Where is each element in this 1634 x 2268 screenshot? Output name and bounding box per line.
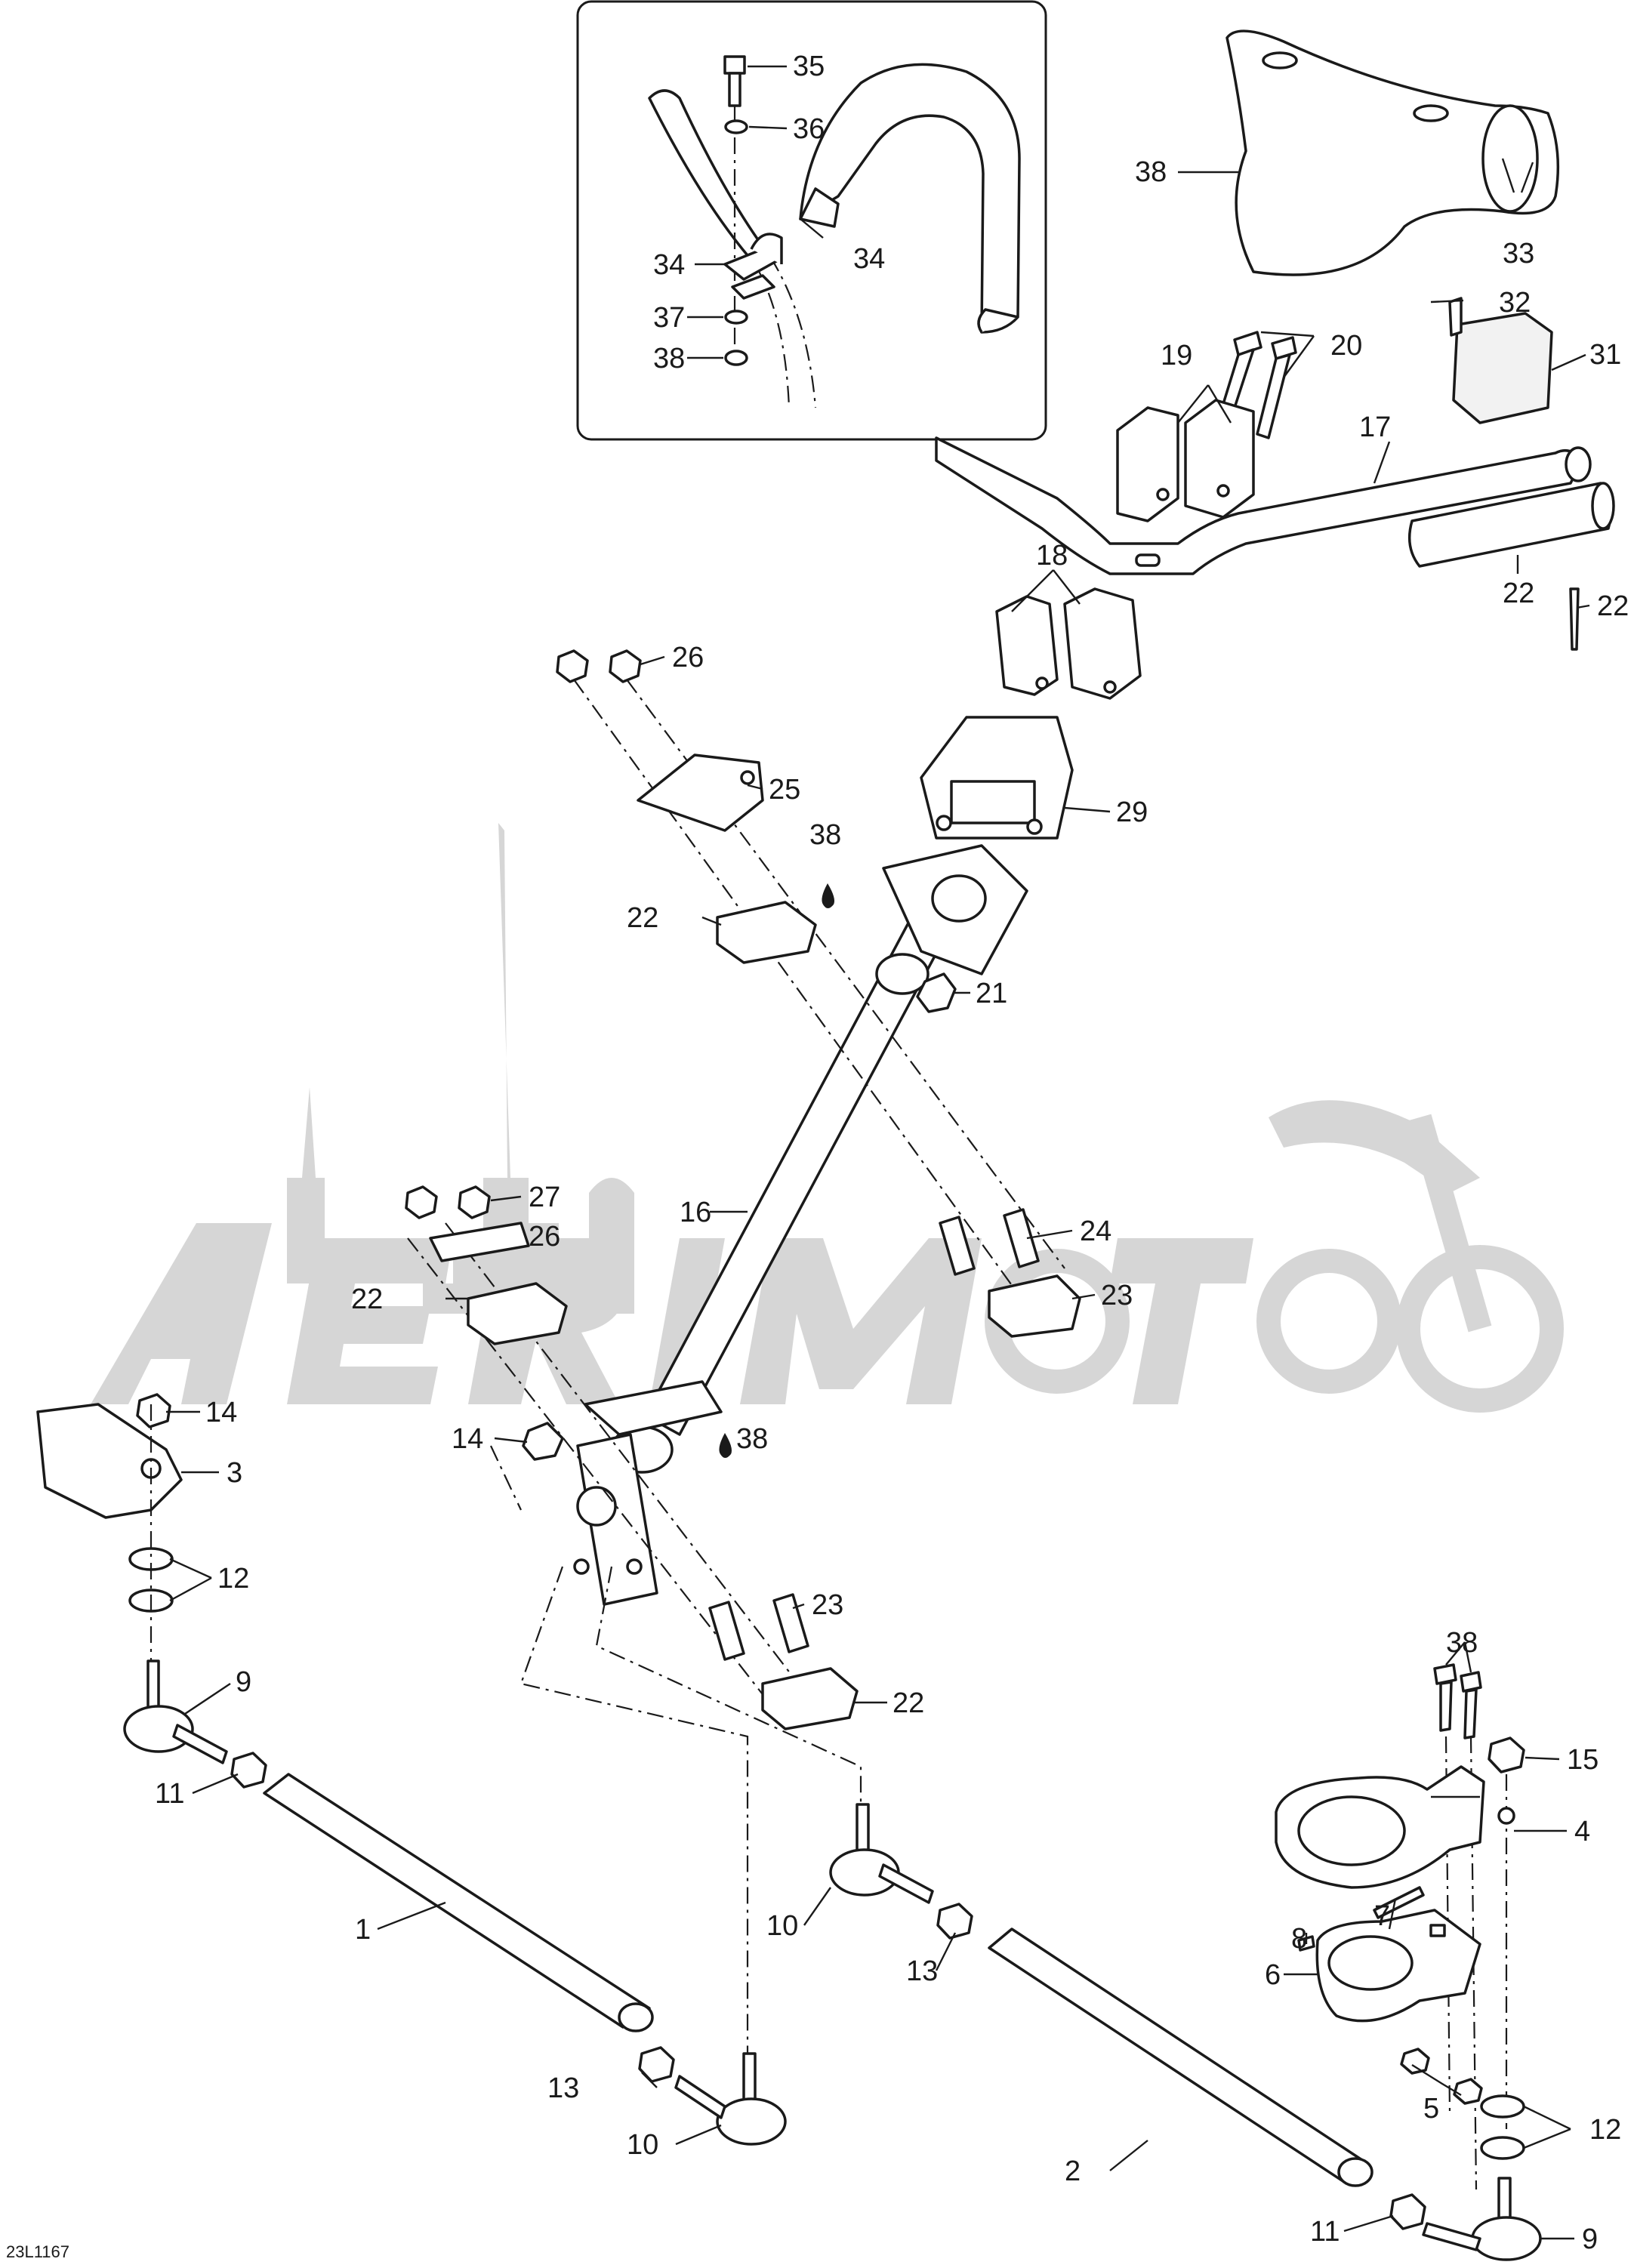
watermark <box>91 823 1564 1413</box>
callout-label: 25 <box>769 774 800 806</box>
diagram-code: 23L1167 <box>6 2242 69 2261</box>
lubricant-drop-icon <box>822 883 834 908</box>
callout-label: 38 <box>653 343 685 374</box>
callout-label: 15 <box>1567 1744 1599 1776</box>
callout-label: 13 <box>547 2072 579 2104</box>
callout-label: 26 <box>672 642 704 673</box>
callout-label: 16 <box>680 1197 711 1228</box>
callout-label: 27 <box>529 1182 560 1213</box>
callout-label: 9 <box>1582 2223 1598 2255</box>
callout-label: 34 <box>653 249 685 281</box>
lower-left-linkage <box>36 1393 973 2146</box>
callout-label: 23 <box>812 1589 843 1621</box>
callout-label: 38 <box>809 819 841 851</box>
callout-label: 17 <box>1359 411 1391 443</box>
callout-label: 2 <box>1065 2156 1081 2187</box>
callout-label: 22 <box>351 1283 383 1315</box>
callout-label: 11 <box>1310 2216 1340 2248</box>
callout-labels: 35 36 34 34 37 38 38 33 32 31 19 20 17 1… <box>155 51 1629 2255</box>
handlebar-assembly <box>920 29 1615 840</box>
callout-label: 12 <box>1589 2114 1621 2146</box>
callout-label: 9 <box>236 1666 251 1698</box>
callout-label: 21 <box>976 978 1007 1009</box>
steering-column <box>405 649 1081 2054</box>
callout-label: 18 <box>1036 540 1068 572</box>
callout-label: 6 <box>1265 1959 1281 1991</box>
callout-label: 4 <box>1574 1816 1590 1847</box>
callout-label: 14 <box>452 1423 483 1455</box>
callout-label: 7 <box>1374 1900 1390 1932</box>
callout-label: 20 <box>1330 330 1362 362</box>
callout-label: 1 <box>355 1914 371 1946</box>
callout-label: 3 <box>227 1457 242 1489</box>
callout-label: 35 <box>793 51 825 82</box>
callout-label: 36 <box>793 113 825 145</box>
callout-label: 22 <box>1597 590 1629 622</box>
inset-detail <box>576 0 1047 441</box>
callout-label: 8 <box>1291 1923 1307 1955</box>
lower-right-linkage <box>988 1663 1542 2261</box>
callout-label: 38 <box>736 1423 768 1455</box>
callout-label: 34 <box>853 243 885 275</box>
callout-label: 31 <box>1589 339 1621 371</box>
callout-label: 11 <box>155 1778 184 1810</box>
callout-label: 13 <box>906 1955 938 1987</box>
callout-label: 23 <box>1101 1280 1133 1311</box>
callout-label: 22 <box>893 1687 924 1719</box>
lubricant-drop-icon <box>719 1433 732 1458</box>
callout-label: 26 <box>529 1221 560 1253</box>
callout-label: 14 <box>205 1397 237 1428</box>
callout-label: 32 <box>1499 287 1531 319</box>
callout-label: 19 <box>1161 340 1192 371</box>
callout-label: 10 <box>766 1910 798 1942</box>
callout-label: 12 <box>217 1563 249 1595</box>
callout-label: 33 <box>1503 238 1534 270</box>
callout-label: 22 <box>1503 578 1534 609</box>
callout-label: 29 <box>1116 797 1148 828</box>
callout-label: 24 <box>1080 1216 1111 1247</box>
callout-label: 10 <box>627 2129 658 2161</box>
leader-lines <box>166 65 1590 2240</box>
callout-label: 5 <box>1423 2093 1439 2125</box>
callout-label: 38 <box>1446 1627 1478 1659</box>
callout-label: 38 <box>1135 156 1167 188</box>
callout-label: 37 <box>653 302 685 334</box>
callout-label: 22 <box>627 902 658 934</box>
